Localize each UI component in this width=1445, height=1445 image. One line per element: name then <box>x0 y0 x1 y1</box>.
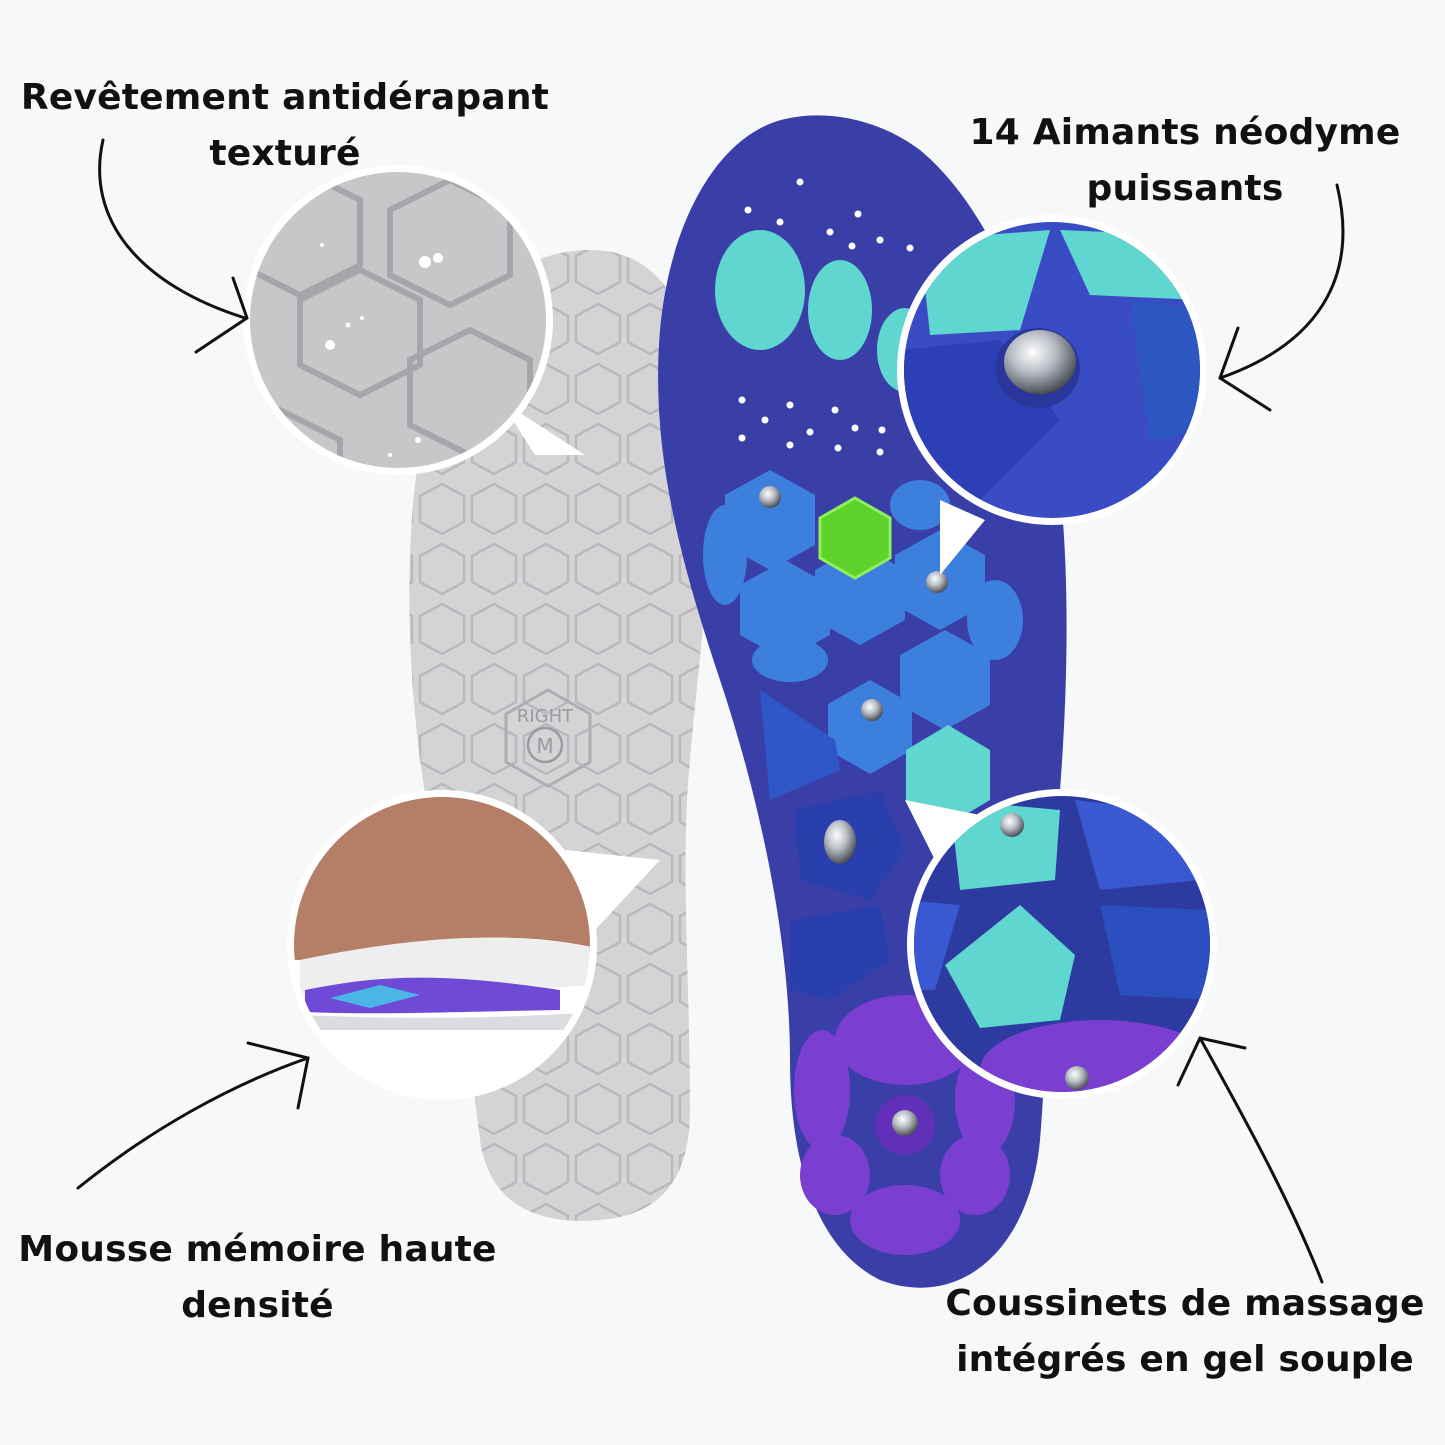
callout-gel-line2: intégrés en gel souple <box>956 1339 1414 1380</box>
callout-gel-label: Coussinets de massage intégrés en gel so… <box>925 1276 1445 1388</box>
callout-magnets-line1: 14 Aimants néodyme <box>969 112 1401 153</box>
zoom-pointer-gel <box>905 800 980 860</box>
callout-magnets-line2: puissants <box>1086 168 1284 209</box>
callout-foam-line2: densité <box>181 1285 334 1326</box>
insole-side-print: RIGHT <box>517 706 574 727</box>
callout-foam-label: Mousse mémoire haute densité <box>0 1222 515 1334</box>
callout-foam-line1: Mousse mémoire haute <box>18 1229 497 1270</box>
callout-magnets-label: 14 Aimants néodyme puissants <box>945 105 1425 217</box>
center-gem-icon <box>818 496 892 580</box>
zoom-circle-magnet <box>897 215 1207 525</box>
callout-texture-line2: texturé <box>209 133 361 174</box>
magnet-closeup-icon <box>1004 330 1076 394</box>
callout-texture-line1: Revêtement antidérapant <box>20 77 550 118</box>
arrow-icon <box>76 138 1345 1284</box>
zoom-circle-gel <box>907 789 1217 1099</box>
callout-gel-line1: Coussinets de massage <box>945 1283 1425 1324</box>
zoom-circle-foam <box>287 790 597 1100</box>
magnet-icon <box>759 486 948 1136</box>
zoom-pointer-magnet <box>940 500 985 575</box>
callout-texture-label: Revêtement antidérapant texturé <box>0 70 570 182</box>
zoom-circle-texture <box>243 165 553 475</box>
insole-size-print: M <box>536 734 553 758</box>
